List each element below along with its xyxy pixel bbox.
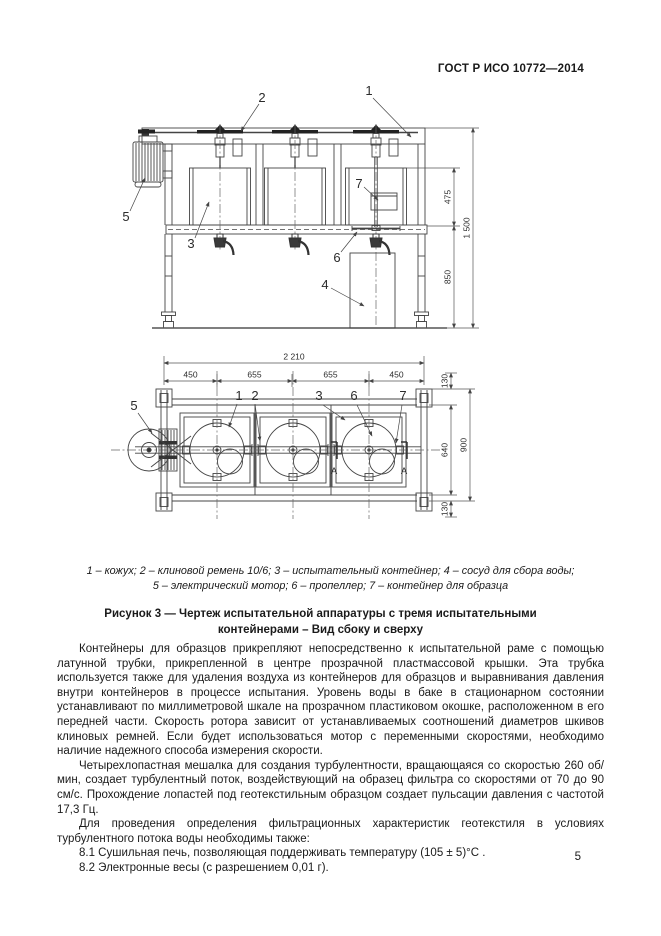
dimension-130-bottom: 130 <box>440 502 450 516</box>
center-lines <box>219 124 377 328</box>
dimension-130-top: 130 <box>440 374 450 388</box>
center-lines-top <box>111 371 445 519</box>
dimension-655-left: 655 <box>247 370 261 380</box>
dimension-475: 475 <box>443 190 453 204</box>
sample-container-and-propeller <box>351 157 401 231</box>
dimension-640: 640 <box>440 443 450 457</box>
body-text: Контейнеры для образцов прикрепляют непо… <box>57 642 604 876</box>
section-markers <box>331 441 408 459</box>
part-label-belt: 2 <box>258 90 265 105</box>
electric-motor <box>132 129 173 188</box>
paragraph-containers: Контейнеры для образцов прикрепляют непо… <box>57 643 604 758</box>
dimension-655-right: 655 <box>323 370 337 380</box>
part-label-casing: 1 <box>365 83 372 98</box>
part-label-motor-top: 5 <box>130 398 137 413</box>
document-standard-number: ГОСТ Р ИСО 10772—2014 <box>437 63 584 75</box>
dimension-850: 850 <box>443 270 453 284</box>
adjustable-feet <box>161 311 429 329</box>
leader-lines <box>129 97 412 307</box>
part-label-propeller: 6 <box>333 250 340 265</box>
figure-caption: Рисунок 3 — Чертеж испытательной аппарат… <box>57 607 584 638</box>
side-view-drawing: 475 850 1 500 1 2 5 3 6 7 4 <box>122 83 479 329</box>
dimension-450-right: 450 <box>389 370 403 380</box>
dimension-450-left: 450 <box>183 370 197 380</box>
legend-line-1: 1 – кожух; 2 – клиновой ремень 10/6; 3 –… <box>86 565 575 577</box>
caption-line-1: Рисунок 3 — Чертеж испытательной аппарат… <box>104 608 537 620</box>
part-label-container: 3 <box>187 236 194 251</box>
list-item-8-1: 8.1 Сушильная печь, позволяющая поддержи… <box>79 847 486 860</box>
corner-feet <box>155 388 433 512</box>
dimension-1500: 1 500 <box>462 217 472 239</box>
top-view-drawing: 2 210 450 655 655 450 <box>111 352 475 519</box>
dimension-lines-right <box>429 372 475 518</box>
water-collection-vessel <box>349 252 396 329</box>
top-view-figure: 2 210 450 655 655 450 <box>105 343 555 548</box>
list-item-8-2: 8.2 Электронные весы (с разрешением 0,01… <box>79 861 329 874</box>
part-label-sample-container: 7 <box>355 176 362 191</box>
part-label-container-top: 3 <box>315 388 322 403</box>
dimension-900: 900 <box>459 438 469 452</box>
caption-line-2: контейнерами – Вид сбоку и сверху <box>217 623 424 636</box>
section-letter-a-left: A <box>331 466 338 477</box>
dimension-2210: 2 210 <box>283 352 305 362</box>
part-label-vessel: 4 <box>321 277 328 292</box>
side-view-figure: 475 850 1 500 1 2 5 3 6 7 4 <box>105 80 555 350</box>
leader-lines-top <box>137 403 403 444</box>
part-label-motor: 5 <box>122 209 129 224</box>
part-label-belt-top: 2 <box>251 388 258 403</box>
part-label-casing-top: 1 <box>235 388 242 403</box>
belt-and-pulleys <box>142 124 418 168</box>
page-number: 5 <box>574 851 581 863</box>
dimension-lines <box>406 127 479 329</box>
drain-valves <box>213 233 391 256</box>
figure-legend: 1 – кожух; 2 – клиновой ремень 10/6; 3 –… <box>40 564 621 594</box>
part-label-sample-top: 7 <box>399 388 406 403</box>
legend-line-2: 5 – электрический мотор; 6 – пропеллер; … <box>152 580 509 592</box>
part-label-propeller-top: 6 <box>350 388 357 403</box>
paragraph-agitator: Четырехлопастная мешалка для создания ту… <box>57 759 604 816</box>
paragraph-requirements: Для проведения определения фильтрационны… <box>57 818 604 845</box>
dimension-lines-top <box>163 356 425 387</box>
section-letter-a-right: A <box>401 466 408 477</box>
